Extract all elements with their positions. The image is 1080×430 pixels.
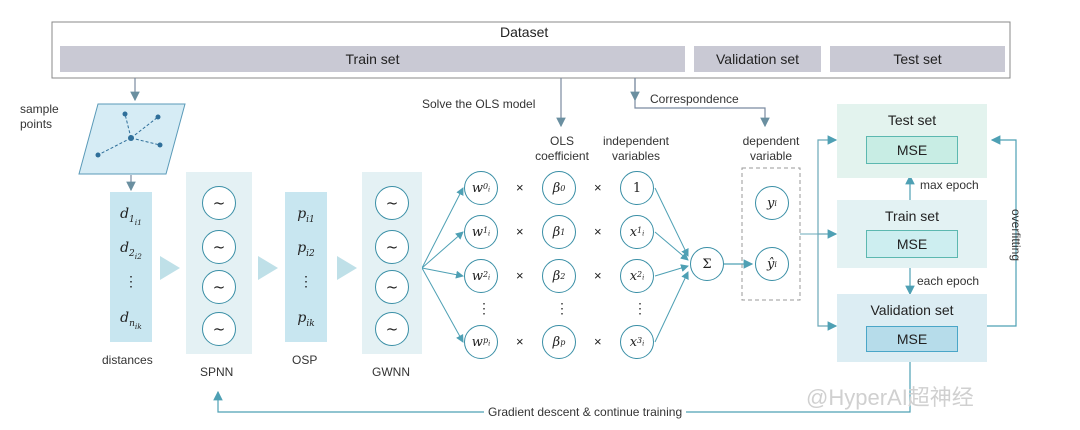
correspondence-label: Correspondence	[650, 92, 739, 106]
test-mse: MSE	[866, 136, 958, 164]
distance-cell: d1i1	[120, 206, 142, 227]
weight-ellipsis: ⋮	[477, 300, 491, 316]
solve-ols-label: Solve the OLS model	[422, 97, 536, 111]
multiply-sign: ×	[516, 334, 524, 349]
multiply-sign: ×	[594, 224, 602, 239]
watermark-text: @HyperAI超神经	[806, 385, 974, 410]
spnn-neuron: ~	[202, 186, 236, 220]
gradient-descent-label: Gradient descent & continue training	[484, 405, 687, 419]
test-set-bar: Test set	[830, 46, 1005, 72]
beta-ellipsis: ⋮	[555, 300, 569, 316]
spnn-neuron: ~	[202, 312, 236, 346]
train-mse: MSE	[866, 230, 958, 258]
ols-coefficient-label: OLS coefficient	[535, 134, 589, 163]
distance-cell: dnik	[120, 310, 142, 331]
validation-set-bar: Validation set	[694, 46, 821, 72]
multiply-sign: ×	[594, 334, 602, 349]
train-set-panel: Train set MSE	[837, 200, 987, 268]
spnn-label: SPNN	[200, 365, 234, 379]
test-set-panel: Test set MSE	[837, 104, 987, 178]
distances-column: d1i1 d2i2 ⋮ dnik	[110, 192, 152, 342]
multiply-sign: ×	[594, 180, 602, 195]
osp-cell: pik	[297, 310, 315, 329]
dependent-box	[741, 167, 801, 301]
multiply-sign: ×	[516, 180, 524, 195]
variable-node: 1	[620, 171, 654, 205]
each-epoch-label: each epoch	[917, 274, 980, 288]
dataset-title: Dataset	[500, 24, 549, 40]
train-set-title: Train set	[885, 208, 939, 224]
independent-variables-label: independent variables	[602, 134, 670, 163]
sample-points-label: sample points	[20, 102, 59, 131]
flow-triangle-3	[337, 256, 357, 280]
sample-points-plane	[78, 103, 186, 175]
spnn-neuron: ~	[202, 270, 236, 304]
osp-label: OSP	[292, 353, 318, 367]
sum-node: Σ	[690, 247, 724, 281]
osp-cell: ⋮	[299, 274, 313, 290]
variable-ellipsis: ⋮	[633, 300, 647, 316]
flow-triangle-1	[160, 256, 180, 280]
multiply-sign: ×	[516, 268, 524, 283]
gwnn-neuron: ~	[375, 186, 409, 220]
overfitting-label: overfitting	[1009, 208, 1024, 262]
gwnn-neuron: ~	[375, 230, 409, 264]
distance-cell: d2i2	[120, 240, 142, 261]
multiply-sign: ×	[594, 268, 602, 283]
spnn-neuron: ~	[202, 230, 236, 264]
validation-mse: MSE	[866, 326, 958, 352]
osp-column: pi1 pi2 ⋮ pik	[285, 192, 327, 342]
osp-cell: pi1	[297, 206, 315, 225]
gwnn-neuron: ~	[375, 270, 409, 304]
gwnn-neuron: ~	[375, 312, 409, 346]
validation-set-title: Validation set	[870, 302, 954, 318]
dataset-frame	[51, 21, 1011, 79]
max-epoch-label: max epoch	[920, 178, 979, 192]
osp-cell: pi2	[297, 240, 315, 259]
train-set-bar: Train set	[60, 46, 685, 72]
flow-triangle-2	[258, 256, 278, 280]
validation-set-panel: Validation set MSE	[837, 294, 987, 362]
gwnn-label: GWNN	[372, 365, 410, 379]
dependent-variable-label: dependent variable	[742, 134, 800, 163]
test-set-title: Test set	[887, 112, 937, 128]
multiply-sign: ×	[516, 224, 524, 239]
distances-label: distances	[102, 353, 153, 367]
distance-cell: ⋮	[124, 274, 138, 290]
